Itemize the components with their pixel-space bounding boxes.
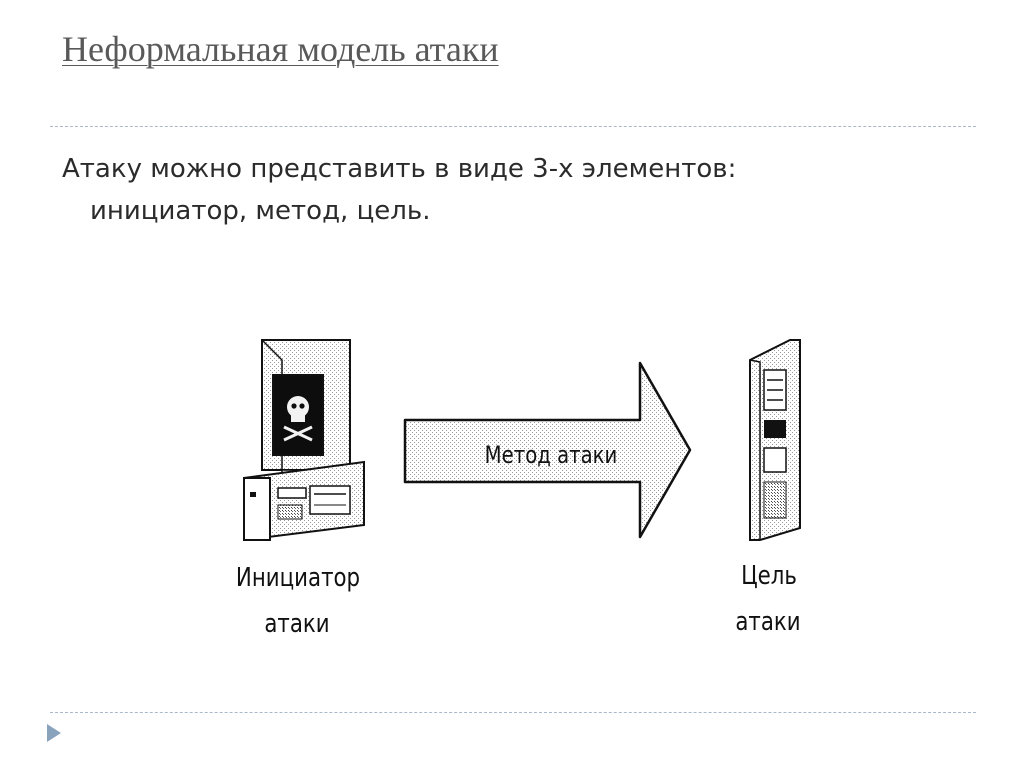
initiator-label-line-2: атаки — [264, 608, 329, 639]
target-label-line-2: атаки — [735, 606, 800, 637]
arrow-label: Метод атаки — [485, 442, 618, 469]
initiator-label-line-1: Инициатор — [236, 562, 360, 593]
server-tower-icon — [750, 340, 800, 540]
footer-divider — [50, 712, 976, 713]
target-label-line-1: Цель — [741, 560, 797, 591]
computer-with-skull-icon — [244, 340, 364, 540]
triangle-play-icon[interactable] — [44, 722, 64, 744]
